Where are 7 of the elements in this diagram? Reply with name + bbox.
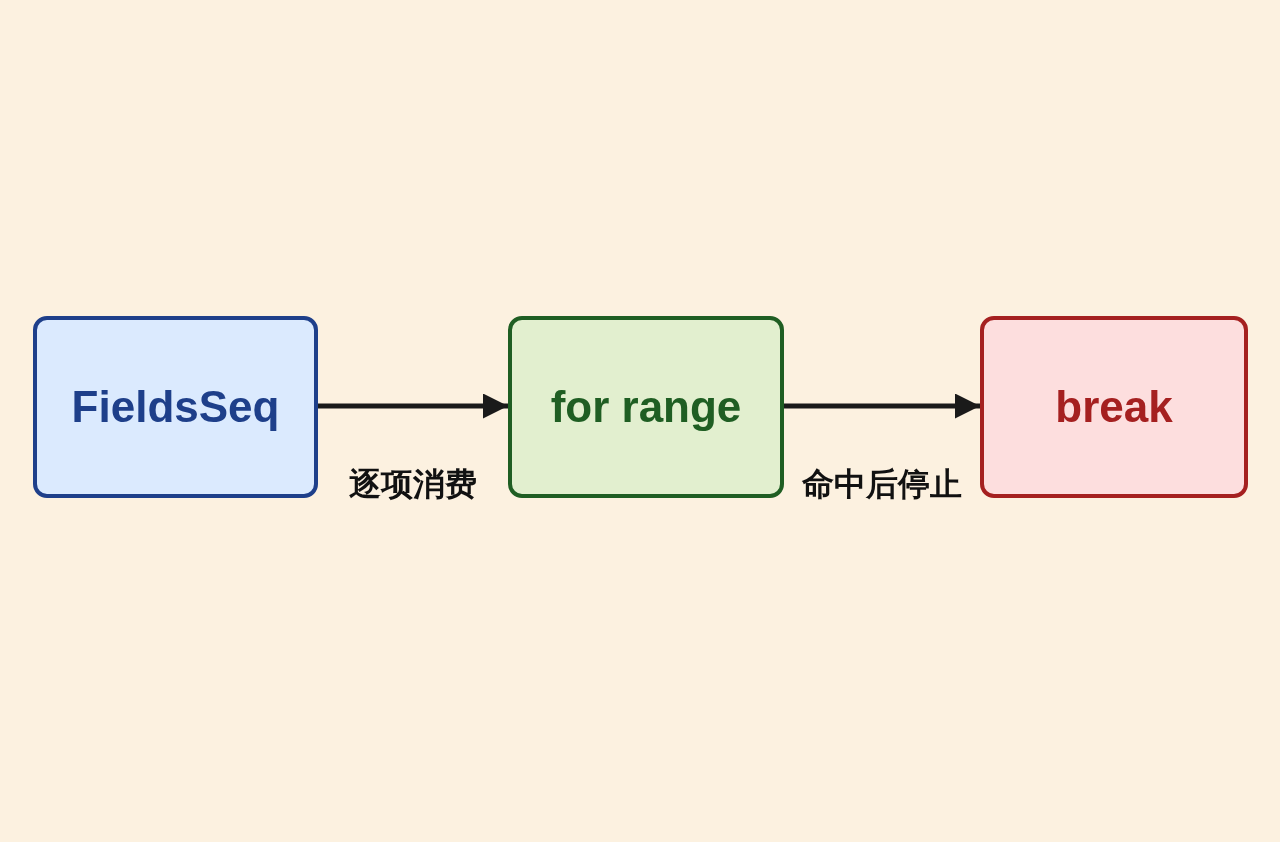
edge-label: 逐项消费	[349, 464, 477, 505]
arrow	[784, 393, 980, 419]
process-box: FieldsSeq	[33, 316, 318, 498]
arrow	[318, 393, 508, 419]
process-box: for range	[508, 316, 784, 498]
edge-label: 命中后停止	[802, 464, 962, 505]
process-box: break	[980, 316, 1248, 498]
